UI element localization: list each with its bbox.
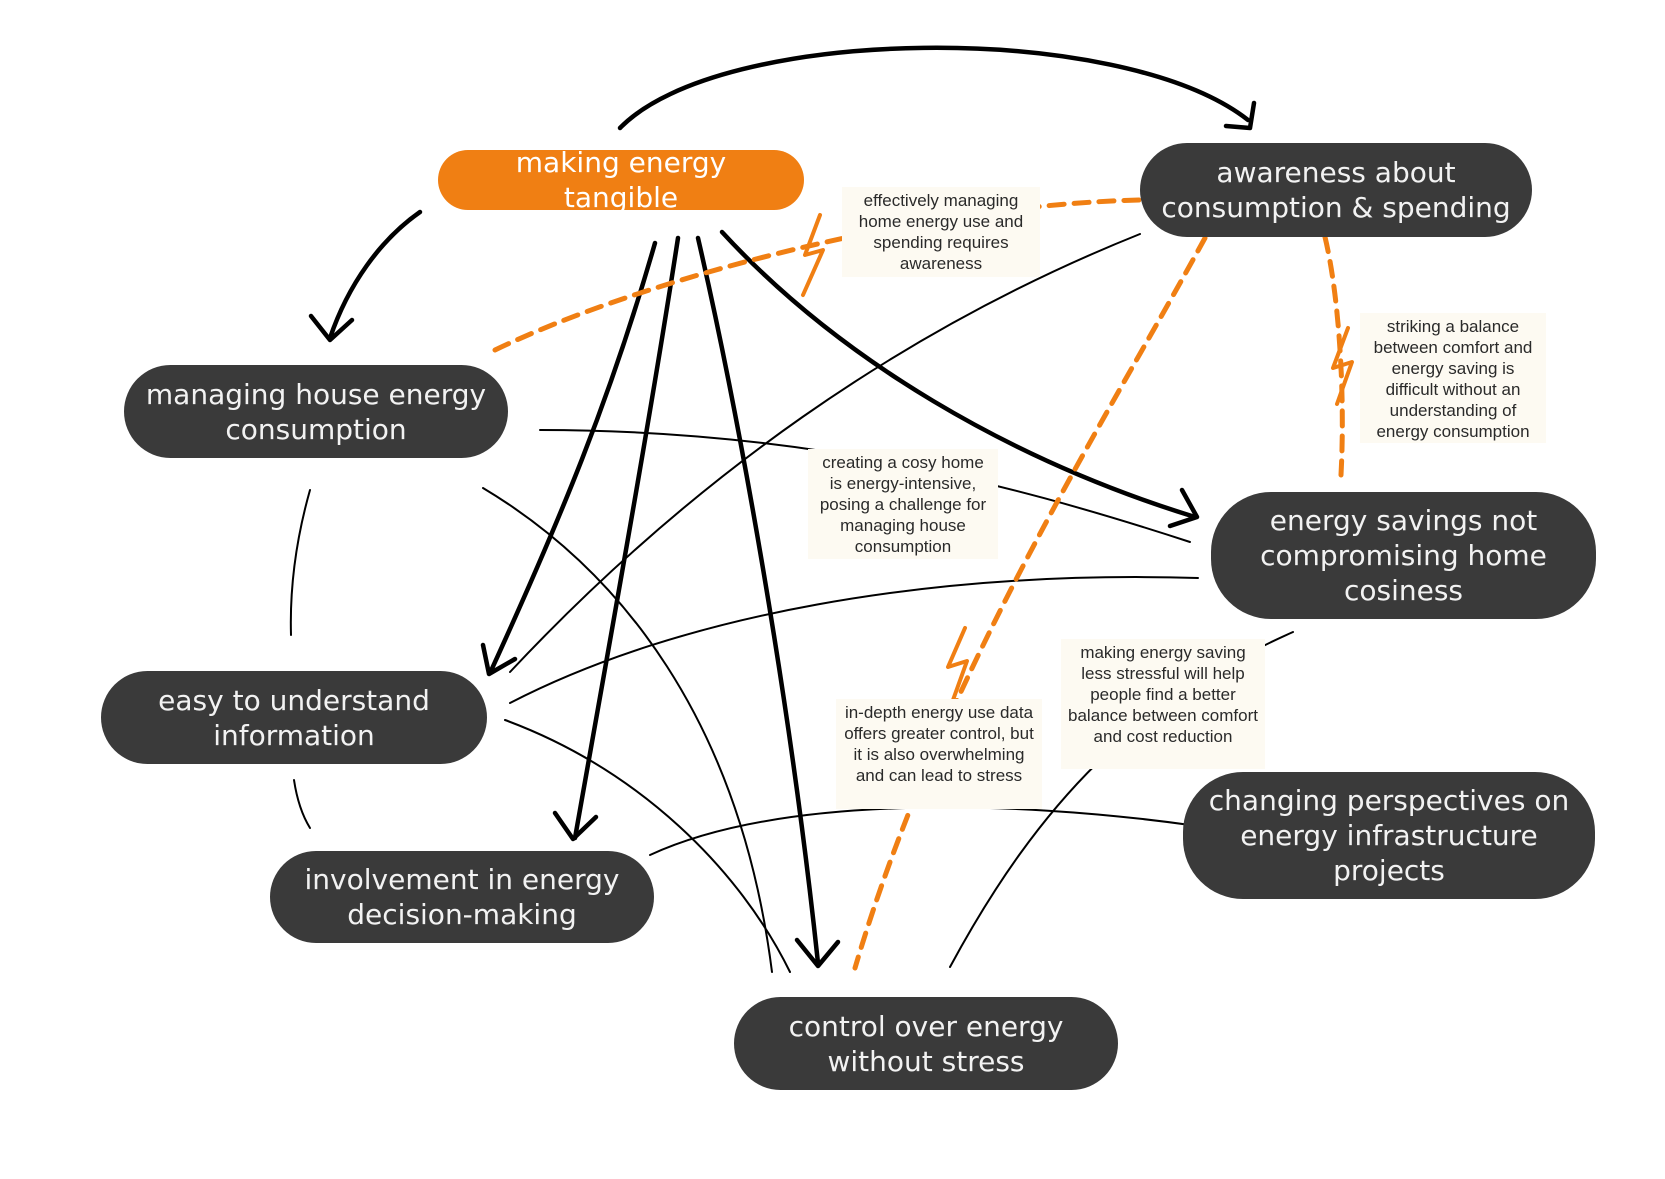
arrow-tangible-to-easy	[487, 240, 658, 676]
lightning-icons	[801, 213, 1354, 702]
arrowhead-easy	[480, 642, 518, 677]
node-managing-house-energy-consumption: managing house energy consumption	[124, 365, 508, 458]
note-awareness: effectively managing home energy use and…	[842, 187, 1040, 277]
link-easy-involvement-dashed	[293, 779, 311, 829]
note-indepth: in-depth energy use data offers greater …	[836, 699, 1042, 809]
node-energy-savings-not-compromising-home-cosiness: energy savings not compromising home cos…	[1211, 492, 1596, 619]
tension-awareness-savings	[1322, 234, 1345, 478]
arrowhead-managing	[308, 313, 355, 343]
link-easy-savings	[509, 576, 1199, 704]
arrow-tangible-to-involvement	[572, 235, 681, 841]
node-making-energy-tangible: making energy tangible	[438, 146, 804, 214]
note-balance: striking a balance between comfort and e…	[1360, 313, 1546, 443]
link-managing-control	[482, 487, 773, 973]
arrowhead-involvement	[552, 810, 599, 842]
arrowhead-awareness	[1223, 100, 1257, 131]
node-changing-perspectives-on-energy-infrastructure-projects: changing perspectives on energy infrastr…	[1183, 772, 1595, 899]
lightning-icon	[801, 213, 825, 297]
node-easy-to-understand-information: easy to understand information	[101, 671, 487, 764]
link-easy-control	[504, 719, 791, 973]
link-managing-easy-dashed	[289, 489, 311, 636]
arrow-tangible-to-awareness	[617, 45, 1251, 131]
node-awareness-consumption-spending: awareness about consumption & spending	[1140, 143, 1532, 237]
node-control-over-energy-without-stress: control over energy without stress	[734, 997, 1118, 1090]
arrow-tangible-to-savings	[719, 229, 1198, 520]
arrow-tangible-to-control	[695, 235, 821, 966]
arrowhead-savings	[1167, 487, 1200, 529]
arrowhead-control	[794, 937, 841, 969]
note-stress: making energy saving less stressful will…	[1061, 639, 1265, 769]
lightning-icon	[1331, 326, 1354, 406]
link-involvement-perspectives	[649, 806, 1191, 856]
tension-awareness-control	[852, 235, 1208, 971]
node-involvement-in-energy-decision-making: involvement in energy decision-making	[270, 851, 654, 943]
lightning-icon	[946, 626, 969, 702]
arrow-tangible-to-managing	[327, 209, 423, 341]
thick-arrows	[308, 45, 1257, 969]
note-cosy: creating a cosy home is energy-intensive…	[808, 449, 998, 559]
link-awareness-easy	[509, 233, 1141, 673]
tension-managing-awareness	[492, 197, 1143, 353]
